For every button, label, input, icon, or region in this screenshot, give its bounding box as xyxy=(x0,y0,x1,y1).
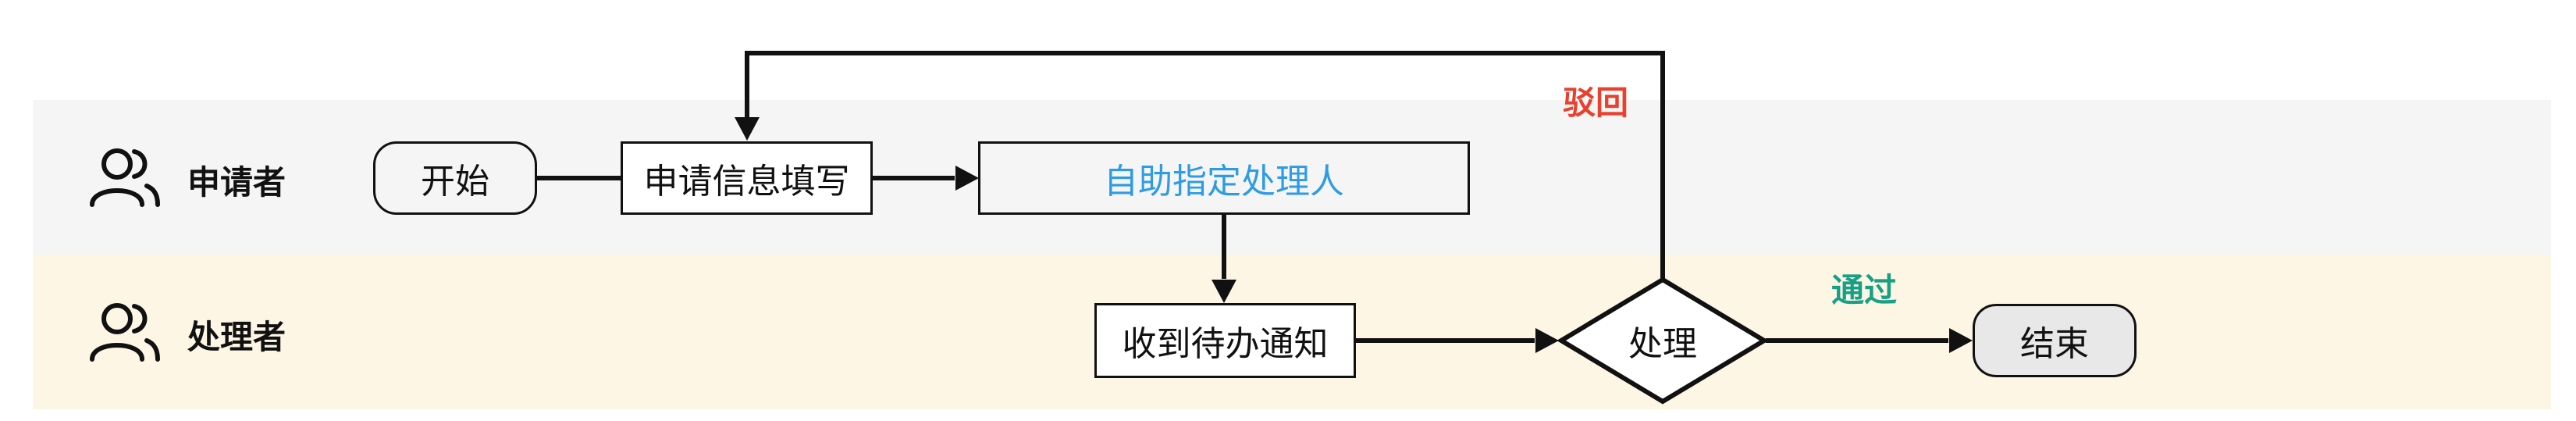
arrowhead xyxy=(1535,328,1559,353)
users-icon xyxy=(90,303,160,362)
node-process-label[interactable]: 处理 xyxy=(1628,324,1697,364)
edge-label-pass: 通过 xyxy=(1831,271,1898,309)
arrowhead xyxy=(1212,280,1236,303)
edge-reject-loop xyxy=(745,51,1665,280)
users-icon xyxy=(90,148,160,207)
node-end[interactable]: 结束 xyxy=(1973,304,2137,377)
node-assign-handler[interactable]: 自助指定处理人 xyxy=(978,141,1470,215)
lane-label-applicant: 申请者 xyxy=(187,163,286,202)
node-start[interactable]: 开始 xyxy=(373,141,537,215)
arrowhead xyxy=(1949,328,1973,353)
node-fill-form[interactable]: 申请信息填写 xyxy=(621,141,873,215)
node-receive-notification[interactable]: 收到待办通知 xyxy=(1094,303,1356,378)
arrowhead xyxy=(955,166,979,191)
decision-diamond xyxy=(1557,277,1769,405)
arrowhead xyxy=(735,117,760,141)
edge-label-reject: 驳回 xyxy=(1563,84,1629,122)
lane-label-handler: 处理者 xyxy=(187,318,286,356)
